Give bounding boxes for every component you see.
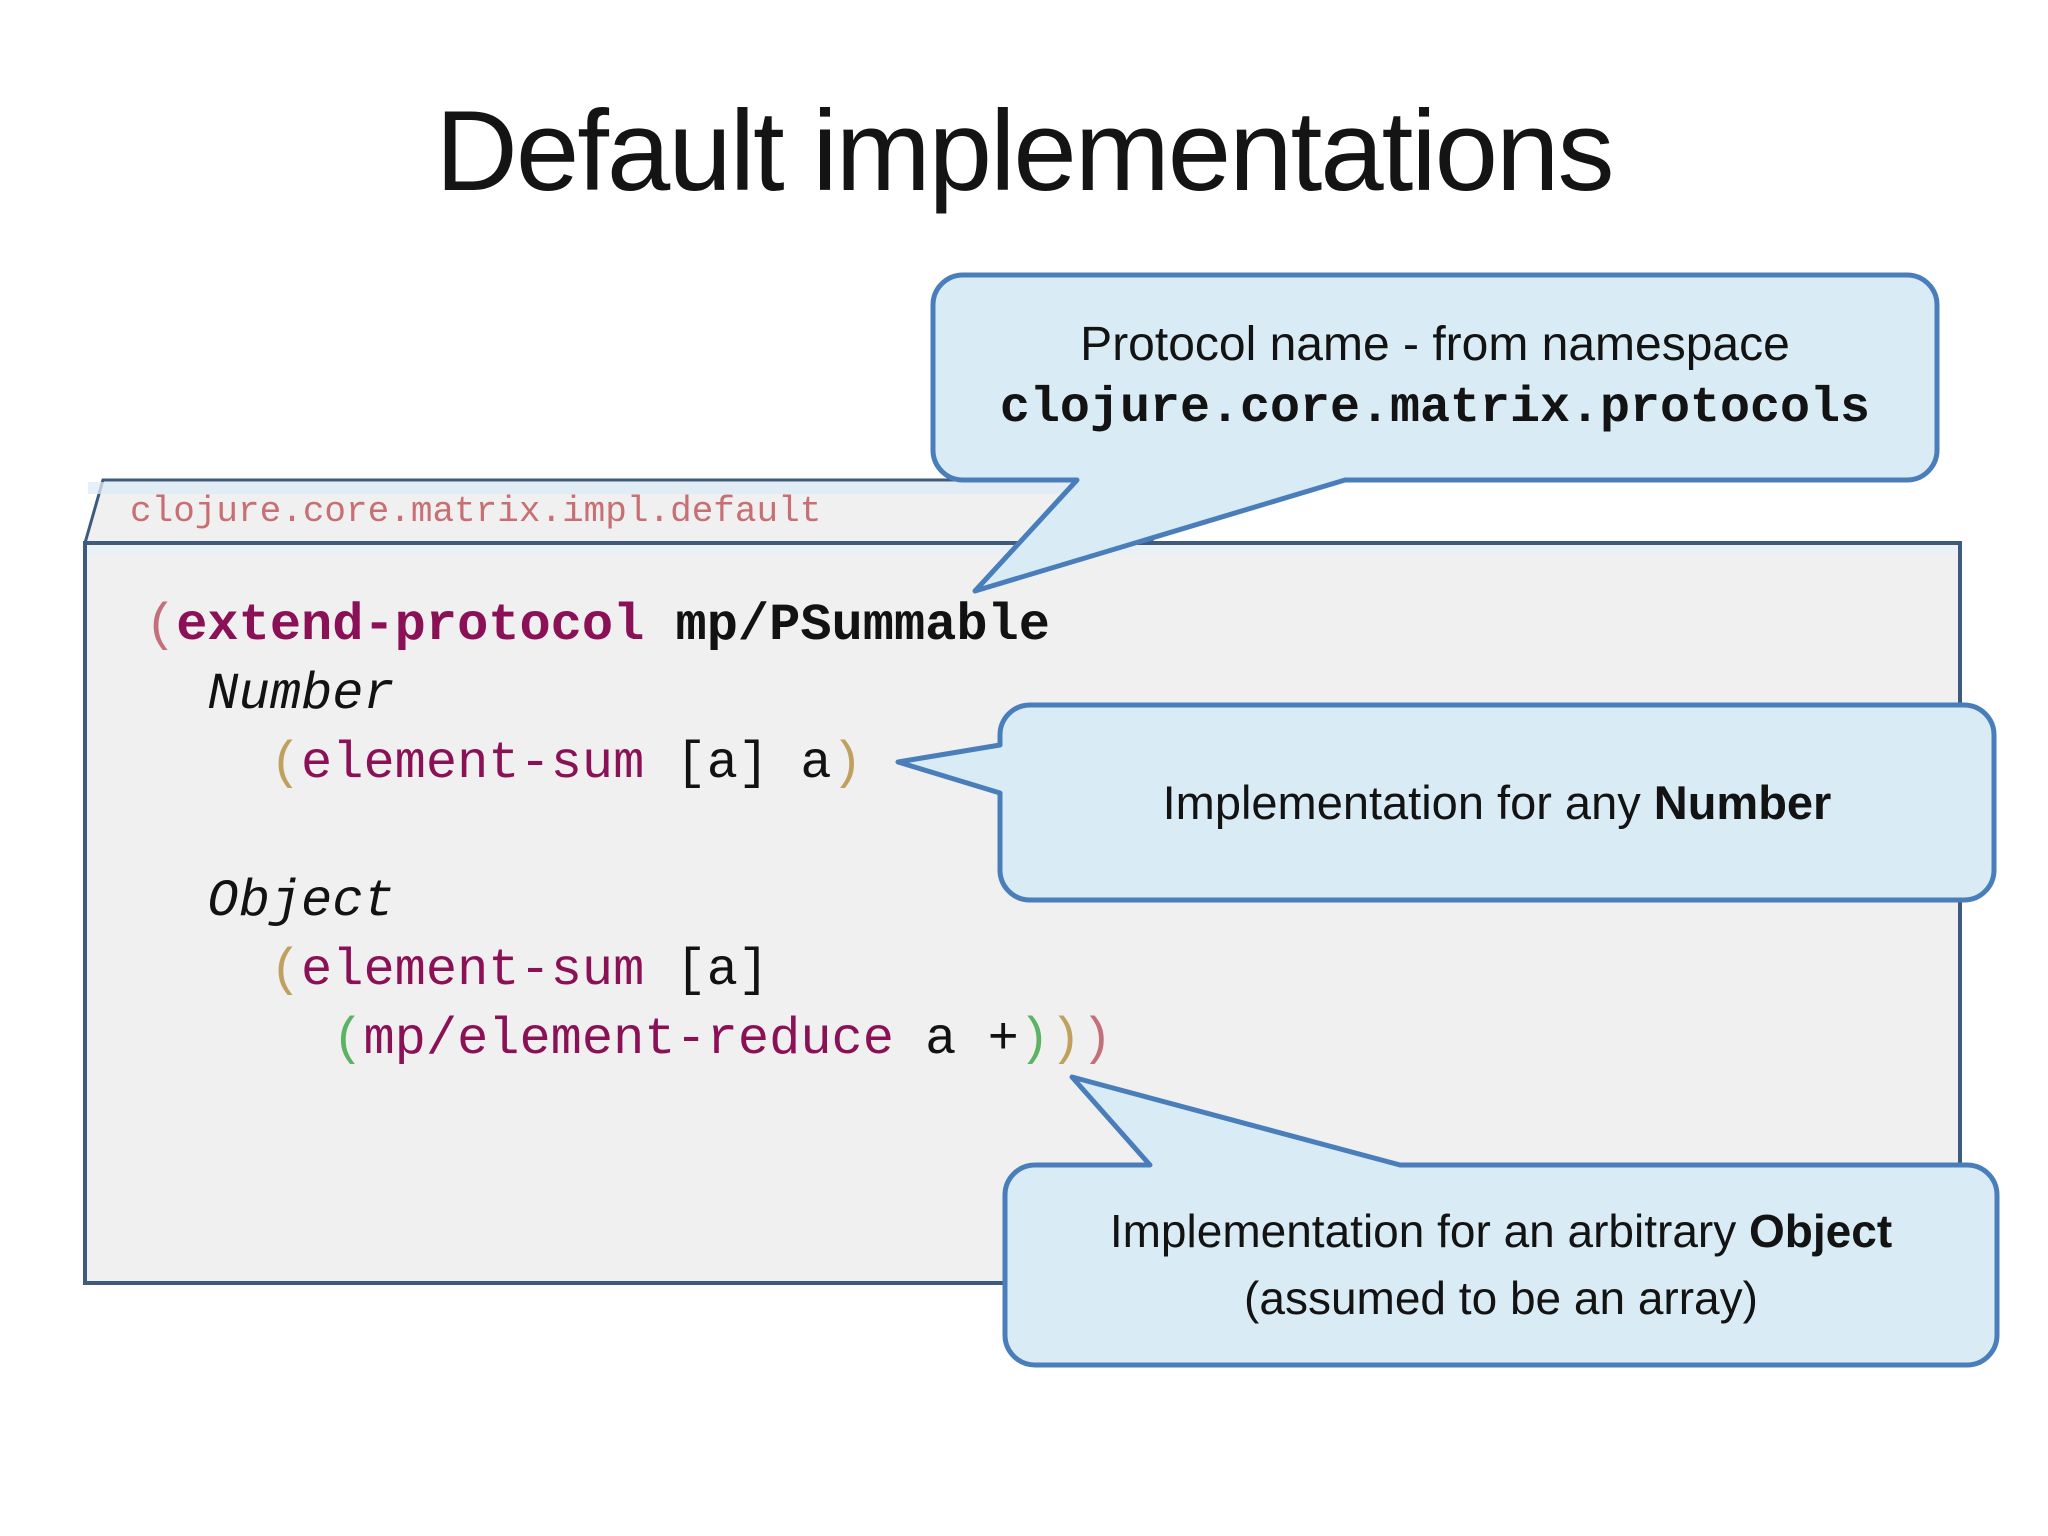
indent xyxy=(145,1010,332,1069)
close-paren-4: ) xyxy=(1018,1010,1050,1069)
callout-number-bold: Number xyxy=(1653,776,1832,829)
code-line-1: (extend-protocol mp/PSummable xyxy=(145,591,1112,660)
open-paren-4: ( xyxy=(332,1010,364,1069)
code-line-2: Number xyxy=(145,660,1112,729)
callout-object-bold: Object xyxy=(1749,1205,1893,1257)
code-line-7: (mp/element-reduce a +))) xyxy=(145,1005,1112,1074)
namespace-tab-label: clojure.core.matrix.impl.default xyxy=(130,491,822,532)
keyword-extend-protocol: extend-protocol xyxy=(176,596,645,655)
type-object: Object xyxy=(145,872,395,931)
slide-title: Default implementations xyxy=(435,88,1615,215)
indent xyxy=(145,734,270,793)
callout-number: Implementation for any Number xyxy=(1000,705,1994,900)
callout-object: Implementation for an arbitrary Object (… xyxy=(1005,1165,1997,1365)
protocol-name: mp/PSummable xyxy=(644,596,1050,655)
code-line-4-blank xyxy=(145,798,1112,867)
callout-number-line: Implementation for any Number xyxy=(1163,775,1832,830)
callout-protocol: Protocol name - from namespace clojure.c… xyxy=(933,275,1937,480)
fn-element-reduce: mp/element-reduce xyxy=(363,1010,894,1069)
code-line-3: (element-sum [a] a) xyxy=(145,729,1112,798)
indent xyxy=(145,941,270,1000)
code-block: (extend-protocol mp/PSummable Number (el… xyxy=(145,591,1112,1074)
callout-object-bubble xyxy=(1002,1074,2000,1368)
open-paren-3: ( xyxy=(269,941,302,1000)
fn-element-sum: element-sum xyxy=(301,734,645,793)
open-paren-1: ( xyxy=(145,596,177,655)
open-paren-2: ( xyxy=(269,734,302,793)
args: [a] xyxy=(644,941,770,1000)
code-line-5: Object xyxy=(145,867,1112,936)
close-paren-2: ) xyxy=(831,734,863,793)
callout-protocol-line1: Protocol name - from namespace xyxy=(1080,317,1790,371)
callout-object-line1: Implementation for an arbitrary Object xyxy=(1110,1198,1892,1265)
fn-element-sum-2: element-sum xyxy=(301,941,645,1000)
callout-object-prefix: Implementation for an arbitrary xyxy=(1109,1205,1749,1257)
callout-number-bubble xyxy=(895,702,1997,903)
code-line-6: (element-sum [a] xyxy=(145,936,1112,1005)
callout-protocol-namespace: clojure.core.matrix.protocols xyxy=(999,379,1871,437)
callout-object-line2: (assumed to be an array) xyxy=(1244,1272,1758,1324)
callout-protocol-bubble xyxy=(930,272,1940,594)
args: a + xyxy=(893,1010,1019,1069)
type-number: Number xyxy=(145,665,395,724)
close-paren-3: ) xyxy=(1050,1010,1082,1069)
args: [a] a xyxy=(644,734,832,793)
code-panel-tab-highlight xyxy=(88,482,1149,494)
callout-number-prefix: Implementation for any xyxy=(1162,776,1654,829)
close-paren-1: ) xyxy=(1081,1010,1113,1069)
